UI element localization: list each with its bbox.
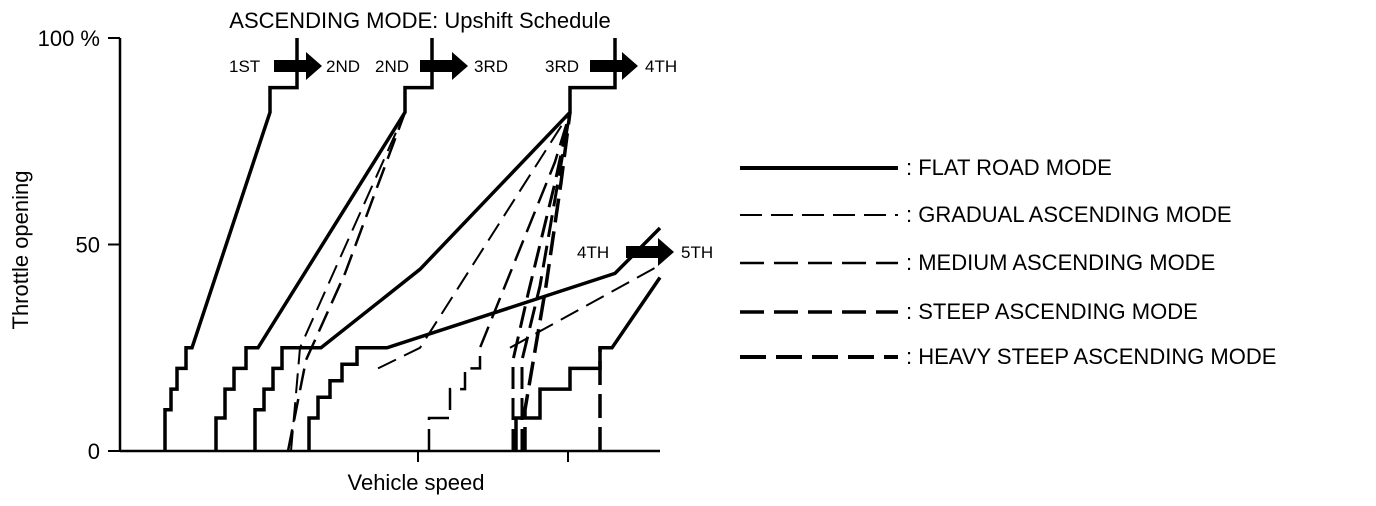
shift-label-2-from: 2ND <box>375 57 409 76</box>
series-flat-5-lower-4 <box>514 276 662 451</box>
y-ticks: 100 % 50 0 <box>38 26 120 464</box>
shift-arrow-1 <box>274 52 322 80</box>
shift-label-4-from: 4TH <box>577 243 609 262</box>
legend: : FLAT ROAD MODE : GRADUAL ASCENDING MOD… <box>740 155 1276 369</box>
shift-label-2-to: 3RD <box>474 57 508 76</box>
shift-labels: 1ST 2ND 2ND 3RD 3RD 4TH 4TH 5TH <box>229 52 713 266</box>
shift-label-1-from: 1ST <box>229 57 260 76</box>
legend-label-flat: : FLAT ROAD MODE <box>906 155 1112 180</box>
series-layer <box>163 38 662 452</box>
chart-title: ASCENDING MODE: Upshift Schedule <box>229 8 610 33</box>
series-gradual-2-3-5 <box>290 111 406 452</box>
shift-arrow-4 <box>626 238 674 266</box>
series-medium-2-3-8 <box>286 111 407 452</box>
shift-arrow-2 <box>420 52 468 80</box>
series-heavy-3-4-13 <box>523 112 572 451</box>
legend-label-medium: : MEDIUM ASCENDING MODE <box>906 250 1215 275</box>
legend-label-steep: : STEEP ASCENDING MODE <box>906 299 1198 324</box>
shift-label-4-to: 5TH <box>681 243 713 262</box>
legend-label-heavy: : HEAVY STEEP ASCENDING MODE <box>906 344 1276 369</box>
series-gradual-3-4-6 <box>377 111 571 370</box>
shift-arrow-3 <box>590 52 638 80</box>
shift-label-3-to: 4TH <box>645 57 677 76</box>
y-tick-label-0: 100 % <box>38 26 100 51</box>
shift-label-3-from: 3RD <box>545 57 579 76</box>
x-ticks <box>417 451 569 462</box>
series-flat-3-4-2 <box>253 38 617 451</box>
series-flat-1-2-0 <box>163 38 299 451</box>
x-axis-label: Vehicle speed <box>348 470 485 495</box>
y-axis-label: Throttle opening <box>8 171 33 330</box>
series-steep-3-4-10 <box>520 112 572 451</box>
y-tick-label-2: 0 <box>88 439 100 464</box>
series-flat-4-5-3 <box>307 226 662 451</box>
legend-label-gradual: : GRADUAL ASCENDING MODE <box>906 202 1232 227</box>
series-flat-2-3-1 <box>214 38 434 451</box>
y-tick-label-1: 50 <box>76 233 100 258</box>
series-medium-3-4-9 <box>427 111 572 451</box>
shift-label-1-to: 2ND <box>326 57 360 76</box>
series-steep-3-4b-11 <box>511 111 572 451</box>
